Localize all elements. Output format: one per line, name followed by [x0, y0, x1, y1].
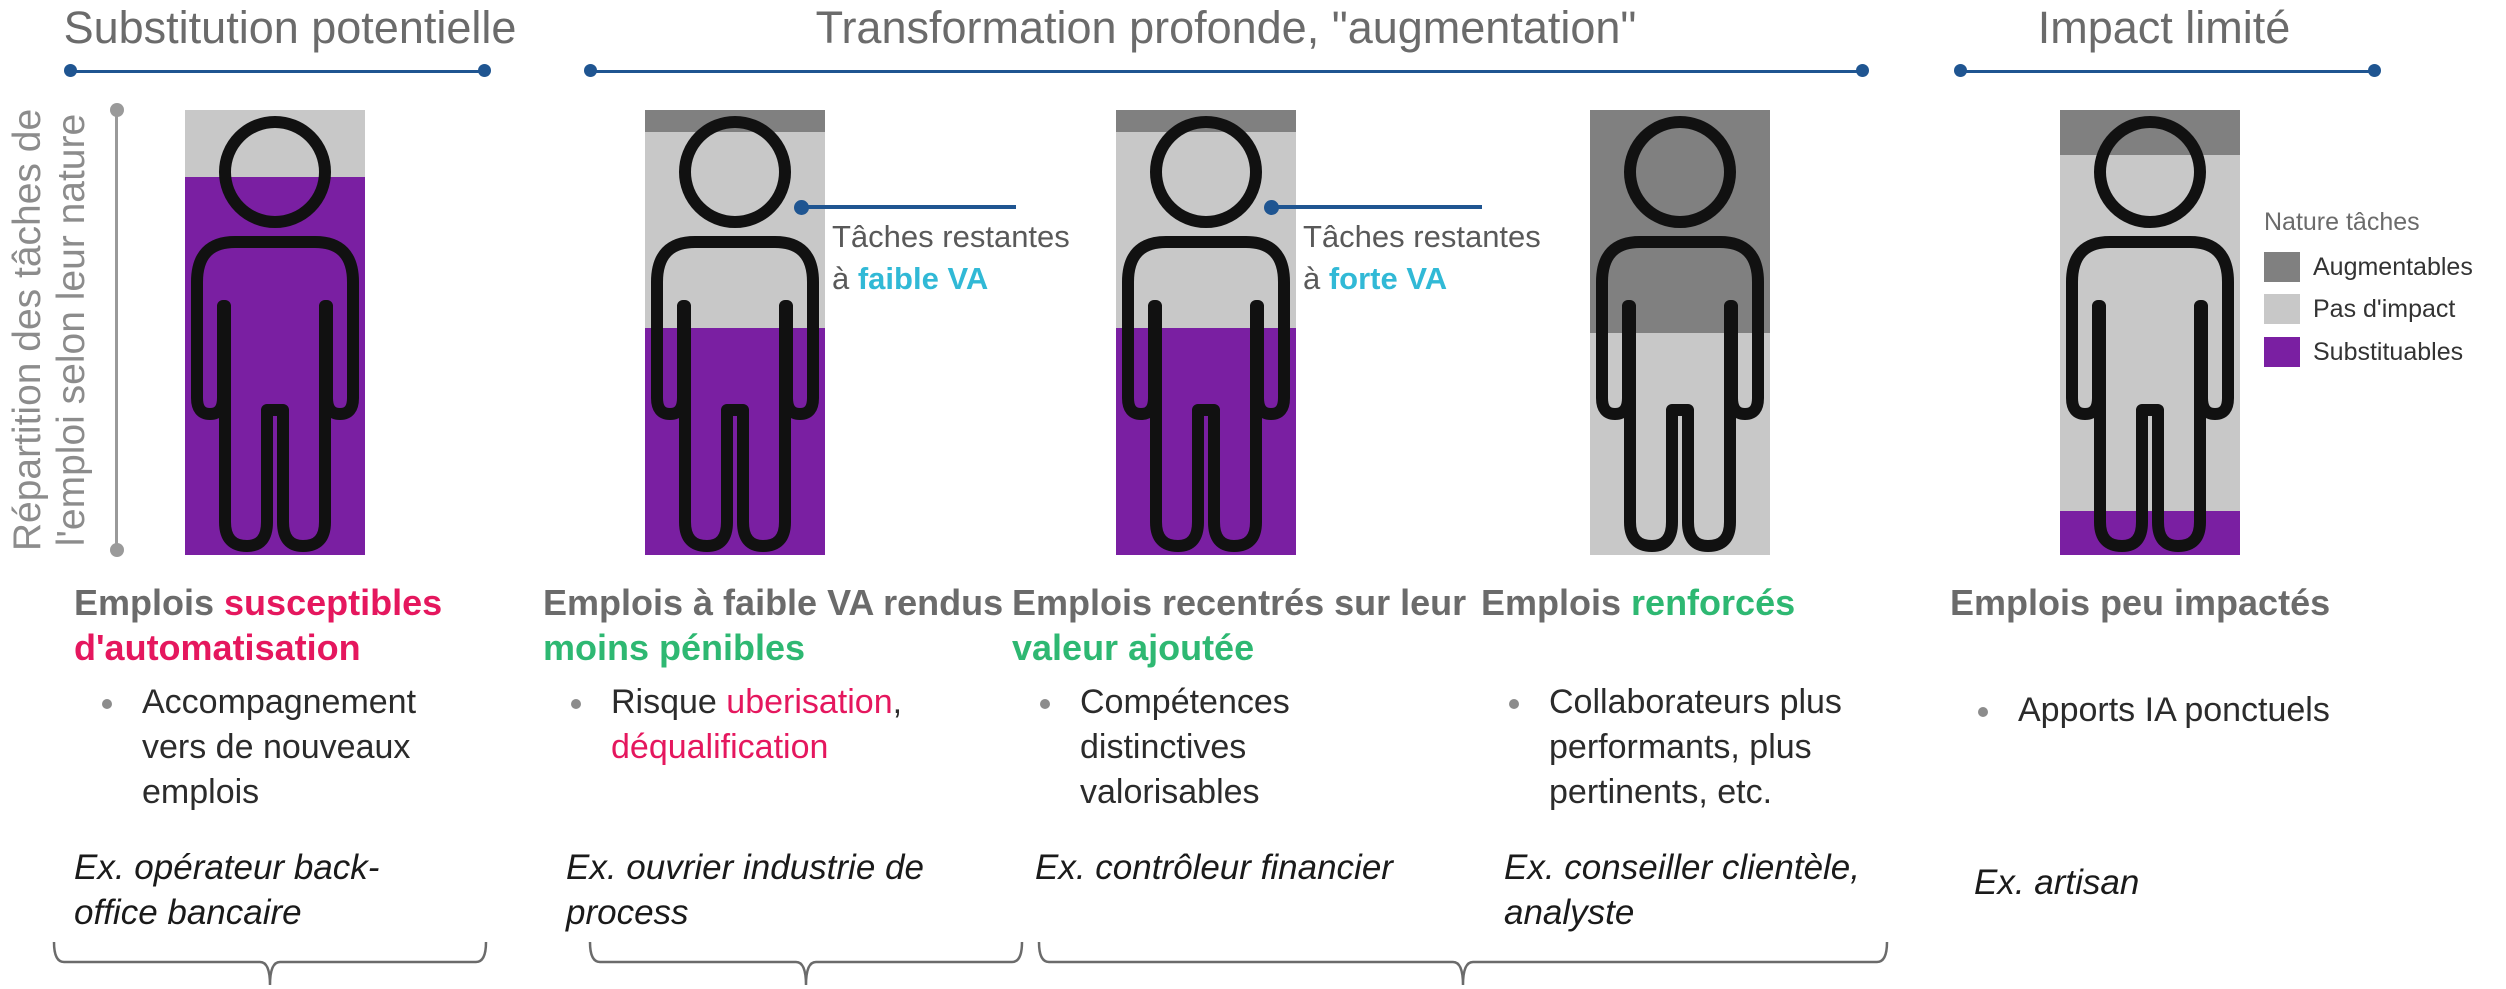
group-line-transformation: [590, 70, 1862, 73]
bar-segment-pas-d-impact: [1116, 132, 1296, 329]
y-axis-label: Répartition des tâches de l'emploi selon…: [6, 108, 93, 552]
column-example: Ex. opérateur back-office bancaire: [74, 848, 380, 932]
brace-group-1: [52, 941, 488, 986]
group-line-impact: [1960, 70, 2374, 73]
group-line-end-dot: [2368, 64, 2381, 77]
column-title-part: Emplois à faible VA rendus: [543, 582, 1004, 623]
legend-label-pas-impact: Pas d'impact: [2313, 295, 2456, 323]
group-line-end-dot: [1856, 64, 1869, 77]
column-bullet: Risque uberisation, déqualification: [611, 680, 931, 770]
group-line-substitution: [70, 70, 484, 73]
legend-swatch-substituables: [2264, 337, 2300, 367]
column-bullet: Compétences distinctives valorisables: [1080, 680, 1400, 815]
callout-forte-va: Tâches restantes à forte VA: [1303, 219, 1541, 296]
column-title-part: Emplois: [1481, 582, 1632, 623]
stacked-bar: [645, 110, 825, 555]
legend-swatch-augmentables: [2264, 252, 2300, 282]
person-icon: [1122, 116, 1290, 552]
column-title: Emplois à faible VA rendus moins pénible…: [543, 580, 1023, 670]
column-bullet-part: Compétences distinctives valorisables: [1080, 683, 1290, 811]
column-title-part: Emplois: [74, 582, 225, 623]
column-title: Emplois renforcés: [1481, 580, 1961, 625]
bar-segment-pas-d-impact: [645, 132, 825, 329]
column-title-part: valeur ajoutée: [1012, 627, 1255, 668]
column-bullet-part: Collaborateurs plus performants, plus pe…: [1549, 683, 1842, 811]
bullet-dot: [1978, 707, 1988, 717]
group-line-start-dot: [64, 64, 77, 77]
column-title-part: susceptibles d'automatisation: [74, 582, 443, 668]
bullet-dot: [102, 699, 112, 709]
column-title-part: moins pénibles: [543, 627, 806, 668]
legend-label-substituables: Substituables: [2313, 338, 2464, 366]
bar-segment-pas-d-impact: [2060, 154, 2240, 511]
stacked-bar: [2060, 110, 2240, 555]
column-title-part: renforcés: [1631, 582, 1796, 623]
legend-title: Nature tâches: [2264, 208, 2420, 236]
bullet-dot: [1040, 699, 1050, 709]
column-title-part: Emplois peu impactés: [1950, 582, 2331, 623]
y-axis-top-dot: [110, 103, 124, 117]
bar-segment-substituables: [1116, 328, 1296, 555]
column-bullet-part: Apports IA ponctuels: [2018, 691, 2330, 729]
column-bullet-part: ,: [892, 683, 903, 721]
legend-swatch-pas-impact: [2264, 294, 2300, 324]
bullet-dot: [571, 699, 581, 709]
stacked-bar: [1116, 110, 1296, 555]
callout-faible-va: Tâches restantes à faible VA: [832, 219, 1070, 296]
y-axis-line: [115, 110, 118, 550]
bar-segment-pas-d-impact: [1590, 332, 1770, 555]
bullet-dot: [1509, 699, 1519, 709]
column-example: Ex. conseiller clientèle, analyste: [1504, 848, 1860, 932]
stacked-bar: [185, 110, 365, 555]
person-icon: [2066, 116, 2234, 552]
column-bullet-part: déqualification: [611, 728, 829, 766]
column-title: Emplois peu impactés: [1950, 580, 2430, 625]
group-title-transformation: Transformation profonde, "augmentation": [815, 2, 1637, 53]
stacked-bar: [1590, 110, 1770, 555]
legend-label-augmentables: Augmentables: [2313, 253, 2473, 281]
person-icon: [651, 116, 819, 552]
callout-line: [801, 205, 1016, 209]
column-title: Emplois susceptibles d'automatisation: [74, 580, 554, 670]
group-line-start-dot: [584, 64, 597, 77]
column-bullet: Collaborateurs plus performants, plus pe…: [1549, 680, 1909, 815]
column-bullet-part: Risque: [611, 683, 727, 721]
bar-segment-substituables: [645, 328, 825, 555]
group-line-end-dot: [478, 64, 491, 77]
y-axis-bottom-dot: [110, 543, 124, 557]
group-title-impact: Impact limité: [2037, 2, 2291, 53]
brace-group-3: [1037, 941, 1889, 986]
person-icon: [191, 116, 359, 552]
person-icon: [1596, 116, 1764, 552]
callout-line: [1271, 205, 1482, 209]
group-title-substitution: Substitution potentielle: [63, 2, 517, 53]
column-example: Ex. contrôleur financier: [1035, 848, 1393, 887]
brace-group-2: [588, 941, 1024, 986]
column-bullet-part: Accompagnement vers de nouveaux emplois: [142, 683, 417, 811]
group-line-start-dot: [1954, 64, 1967, 77]
bar-segment-substituables: [2060, 510, 2240, 555]
column-bullet: Apports IA ponctuels: [2018, 688, 2338, 733]
column-bullet: Accompagnement vers de nouveaux emplois: [142, 680, 462, 815]
column-title: Emplois recentrés sur leur valeur ajouté…: [1012, 580, 1492, 670]
column-title-part: Emplois recentrés sur leur: [1012, 582, 1467, 623]
column-example: Ex. ouvrier industrie de process: [566, 848, 924, 932]
column-example: Ex. artisan: [1974, 863, 2140, 902]
column-bullet-part: uberisation: [726, 683, 893, 721]
